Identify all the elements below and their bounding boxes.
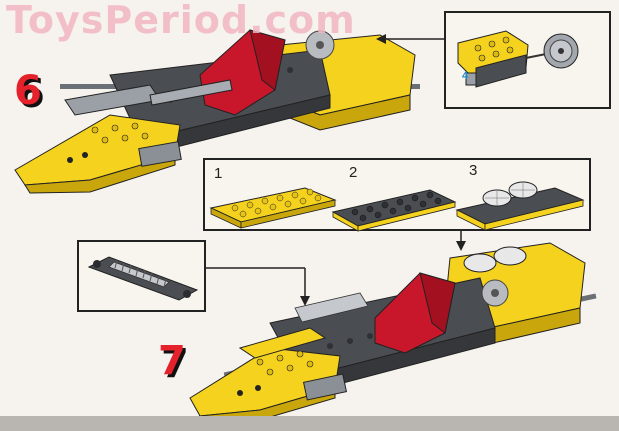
step6-car-illustration — [14, 29, 420, 194]
substeps-box: 1 2 3 — [203, 158, 591, 232]
callout-subassembly-illustration — [457, 30, 579, 88]
callout-arrow-step6 — [376, 34, 444, 44]
step7-car-illustration — [189, 242, 597, 421]
watermark-text: ToysPeriod.com — [6, 0, 356, 42]
step-number-7: 7 — [158, 338, 186, 384]
gear-rack-illustration — [87, 256, 199, 301]
callout-box-subassembly: 4 — [444, 11, 611, 109]
substep-label-1: 1 — [214, 165, 223, 182]
callout-box-gear-rack — [77, 240, 206, 312]
bottom-edge-strip — [0, 416, 619, 431]
step-number-6: 6 — [14, 68, 42, 114]
substep-label-3: 3 — [469, 162, 478, 179]
gear-rack-callout-connector — [205, 267, 310, 306]
substeps-arrow-step7 — [456, 229, 466, 251]
callout-part-count: 4 — [462, 70, 469, 82]
substeps-illustration — [209, 181, 585, 232]
substep-label-2: 2 — [349, 164, 358, 181]
